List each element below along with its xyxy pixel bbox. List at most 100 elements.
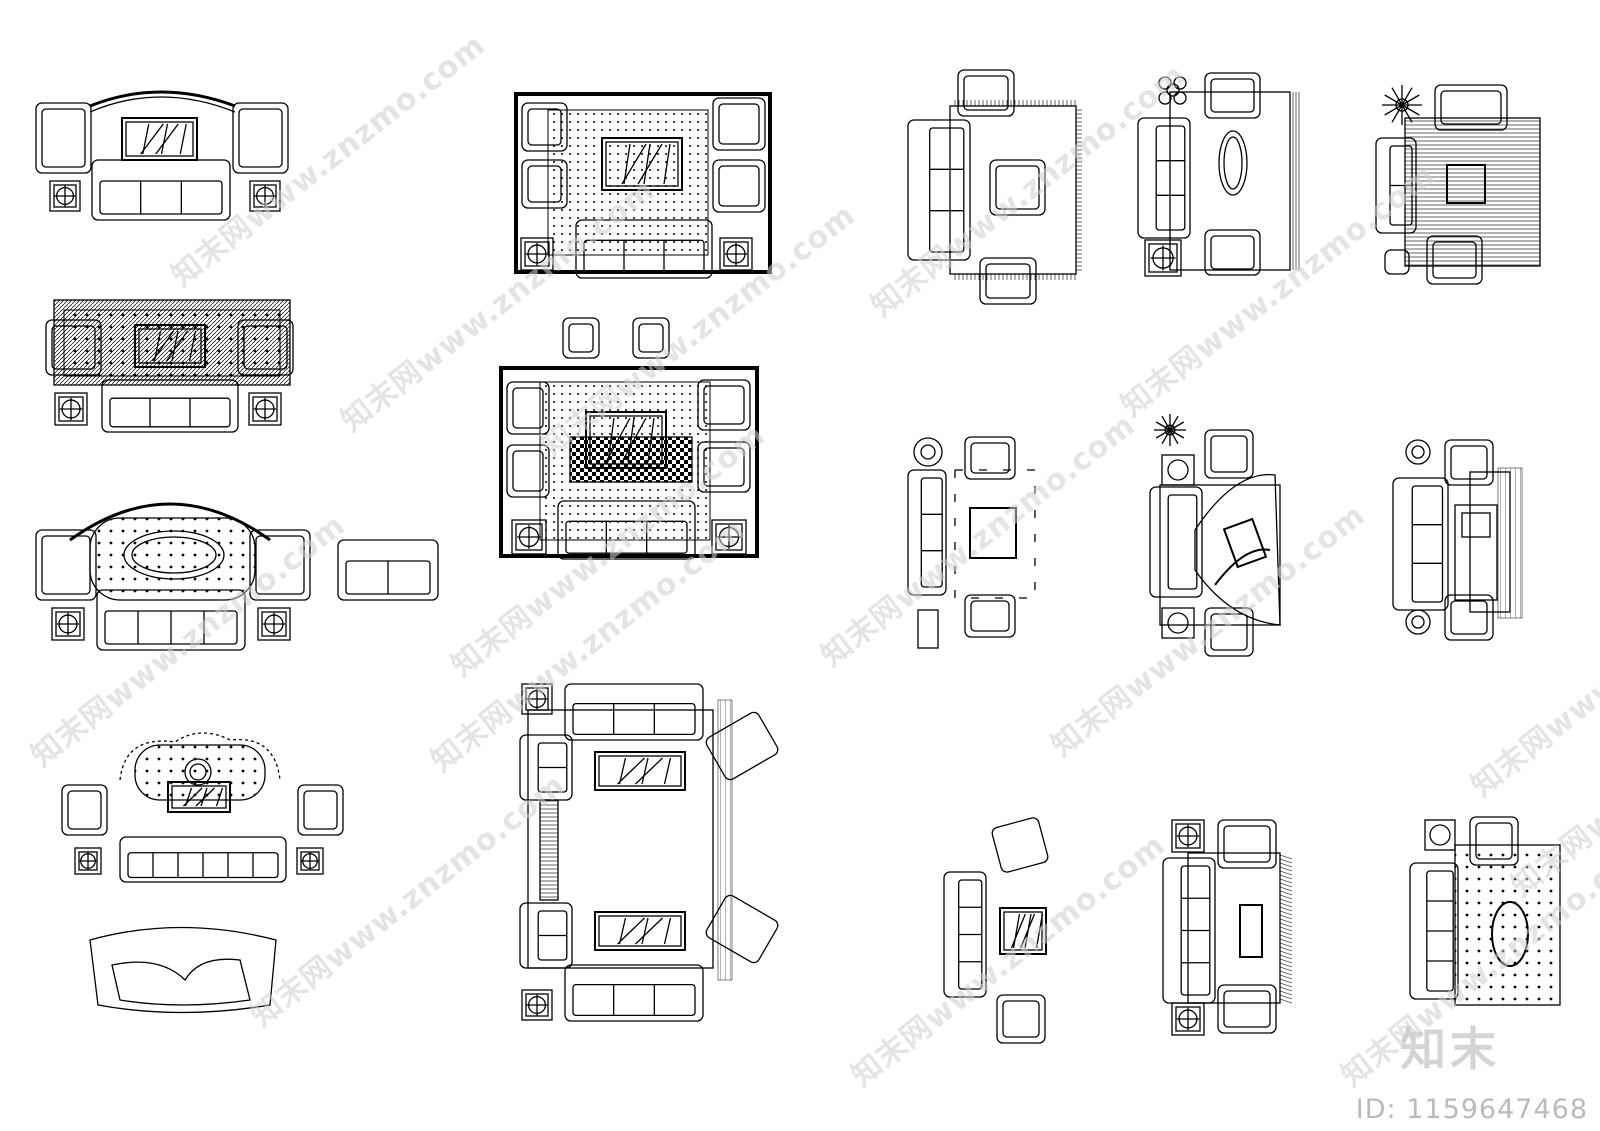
coffee-table-icon — [134, 324, 206, 368]
side-table-icon — [511, 519, 547, 555]
side-table-icon — [54, 392, 88, 426]
sofa-icon — [943, 871, 987, 998]
lamp-icon — [526, 688, 548, 710]
coffee-table-icon — [594, 751, 686, 791]
plan-p — [1409, 816, 1561, 1006]
side-table-icon — [296, 847, 324, 875]
coffee-table-icon — [585, 411, 667, 469]
armchair-icon — [996, 994, 1046, 1044]
side-table-icon — [1171, 819, 1205, 853]
sofa-icon — [1392, 477, 1449, 611]
plan-c — [35, 502, 439, 651]
side-table-icon — [74, 847, 102, 875]
armchair-icon — [1204, 607, 1254, 657]
armchair-icon — [979, 257, 1037, 305]
sofa-icon — [96, 589, 246, 651]
sofa-icon — [101, 379, 239, 433]
lamp-icon — [724, 242, 748, 266]
lamp-icon — [1424, 819, 1456, 851]
sofa-icon — [907, 119, 971, 261]
sofa-icon — [564, 683, 704, 741]
armchair-icon — [957, 69, 1015, 117]
sofa-icon — [1409, 862, 1459, 1000]
armchair-icon — [506, 381, 550, 435]
lamp-icon — [717, 525, 741, 549]
armchair-icon — [1444, 594, 1494, 641]
plan-j — [1375, 84, 1541, 285]
armchair-icon — [297, 784, 344, 836]
lamp-icon — [1176, 1007, 1200, 1031]
lamp-icon — [54, 185, 76, 207]
armchair-icon — [697, 379, 751, 431]
armchair-icon — [562, 317, 600, 359]
armchair-icon — [1217, 984, 1277, 1034]
side-table-icon — [711, 519, 747, 555]
plan-g — [519, 683, 779, 1022]
sofa-icon — [91, 159, 231, 221]
plan-k — [907, 436, 1036, 649]
armchair-icon — [712, 97, 766, 151]
armchair-icon — [1217, 819, 1277, 869]
armchair-icon — [964, 436, 1016, 480]
armchair-icon — [45, 319, 102, 376]
lamp-icon — [300, 851, 320, 871]
armchair-icon — [705, 711, 779, 964]
plan-d — [61, 732, 344, 1014]
lamp-icon — [517, 525, 541, 549]
sofa-icon — [1137, 117, 1191, 239]
side-table-icon — [521, 683, 553, 715]
coffee-table-icon — [999, 907, 1047, 955]
side-table-icon — [1144, 239, 1182, 277]
side-table-icon — [1171, 1002, 1205, 1036]
side-table-icon — [257, 607, 291, 641]
coffee-table-icon — [167, 781, 231, 813]
armchair-icon — [1204, 72, 1261, 119]
armchair-icon — [697, 441, 751, 493]
lamp-icon — [525, 242, 549, 266]
lamp-icon — [78, 851, 98, 871]
image-id-label: ID: 1159647468 — [1355, 1094, 1588, 1125]
armchair-icon — [991, 817, 1049, 873]
sofa-icon — [519, 902, 573, 969]
armchair-icon — [232, 102, 289, 174]
plan-i — [1137, 72, 1300, 277]
plan-o — [1162, 819, 1293, 1036]
coffee-table-icon — [121, 117, 198, 161]
rug-icon — [547, 109, 709, 256]
armchair-icon — [964, 594, 1016, 638]
plan-m — [1392, 439, 1523, 641]
armchair-icon — [61, 784, 108, 836]
armchair-icon — [632, 317, 670, 359]
sofa-icon — [1375, 137, 1417, 234]
lamp-icon — [56, 612, 80, 636]
armchair-icon — [712, 159, 766, 213]
sofa-icon — [557, 500, 696, 560]
lamp-icon — [1405, 439, 1431, 465]
side-table-icon — [248, 392, 282, 426]
plan-a — [35, 90, 289, 221]
coffee-table-icon — [594, 911, 686, 951]
lamp-icon — [59, 397, 83, 421]
side-table-icon — [521, 989, 553, 1021]
lamp-icon — [1405, 609, 1431, 635]
armchair-icon — [1469, 816, 1519, 866]
sofa-icon — [907, 469, 947, 596]
sofa-icon — [119, 836, 287, 883]
armchair-icon — [1204, 229, 1261, 276]
plan-n — [943, 817, 1049, 1044]
brand-logo: 知末 — [1400, 1022, 1500, 1076]
lamp-icon — [526, 994, 548, 1016]
plant-icon — [1382, 85, 1422, 125]
lamp-icon — [254, 185, 276, 207]
plant-icon — [1158, 76, 1187, 105]
side-table-icon — [49, 180, 81, 212]
lamp-icon — [1176, 824, 1200, 848]
lamp-icon — [253, 397, 277, 421]
plant-icon — [1154, 414, 1186, 446]
sofa-icon — [1162, 857, 1216, 1004]
side-table-icon — [249, 180, 281, 212]
sofa-icon — [1149, 486, 1203, 598]
armchair-icon — [1204, 429, 1254, 479]
lamp-icon — [913, 437, 943, 467]
